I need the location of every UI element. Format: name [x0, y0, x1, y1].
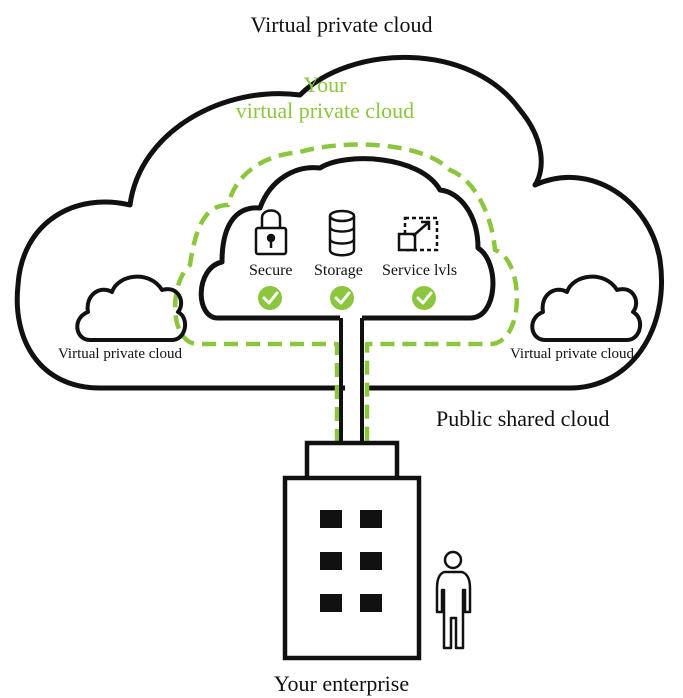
scale-icon	[397, 216, 439, 252]
lock-icon	[254, 209, 288, 256]
your-vpc-label: Your virtual private cloud	[170, 72, 480, 125]
page-title: Virtual private cloud	[250, 12, 433, 37]
feature-label-service: Service lvls	[382, 262, 458, 279]
feature-label-storage: Storage	[314, 262, 363, 279]
right-side-cloud	[530, 274, 643, 342]
private-cloud-outline	[198, 156, 496, 321]
enterprise-label: Your enterprise	[273, 671, 410, 696]
building-icon	[282, 440, 422, 661]
check-icon-storage	[330, 286, 354, 310]
check-icon-secure	[258, 286, 282, 310]
check-icon-service	[412, 286, 436, 310]
public-cloud-label: Public shared cloud	[436, 406, 610, 431]
person-icon	[435, 550, 472, 650]
feature-label-secure: Secure	[249, 262, 293, 279]
left-side-cloud	[75, 274, 188, 342]
your-vpc-line1: Your	[303, 72, 347, 97]
your-vpc-line2: virtual private cloud	[235, 98, 415, 124]
public-cloud-outline	[14, 54, 664, 391]
database-icon	[328, 209, 356, 257]
your-vpc-dashed-outline	[172, 142, 520, 443]
right-cloud-label: Virtual private cloud	[510, 346, 635, 362]
left-cloud-label: Virtual private cloud	[58, 346, 183, 362]
